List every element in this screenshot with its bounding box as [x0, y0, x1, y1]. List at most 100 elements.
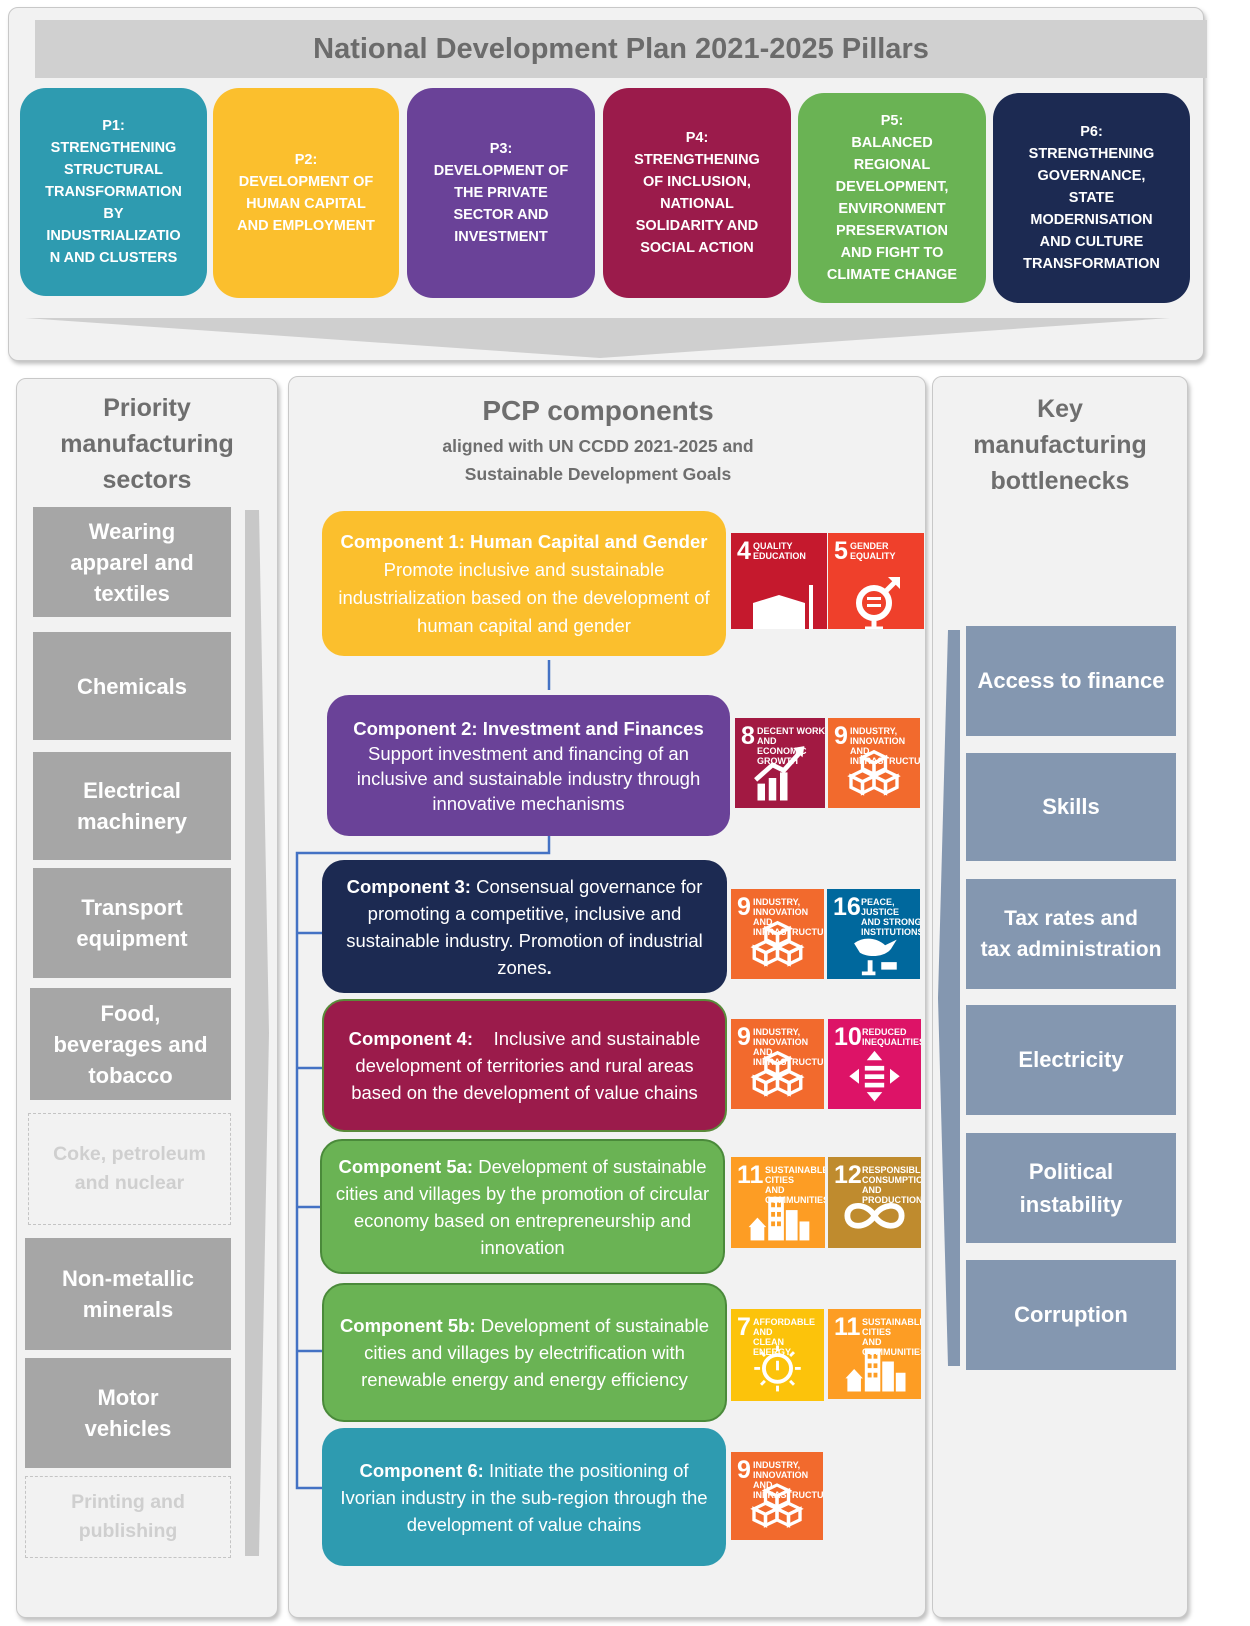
sdg-label: REDUCED INEQUALITIES	[862, 1027, 921, 1047]
bottleneck-political-instability: Political instability	[966, 1133, 1176, 1243]
sdg-number: 5	[834, 537, 848, 565]
components-title: PCP components	[482, 395, 714, 426]
bottleneck-corruption: Corruption	[966, 1260, 1176, 1370]
infinity-icon	[844, 1203, 905, 1229]
sdg-label: AFFORDABLE AND CLEAN ENERGY	[753, 1317, 815, 1357]
cubes-icon	[750, 1050, 805, 1097]
sdg-number: 8	[741, 722, 755, 750]
sdg-label: RESPONSIBLE CONSUMPTION AND PRODUCTION	[862, 1165, 921, 1205]
gender-equality-icon	[856, 577, 900, 629]
component-2-heading: Component 2: Investment and Finances	[353, 717, 704, 739]
sdg-label: INDUSTRY, INNOVATION AND INFRASTRUCTURE	[753, 1460, 823, 1500]
sdg-number: 4	[737, 537, 751, 565]
sdg-label: INDUSTRY, INNOVATION AND INFRASTRUCTURE	[850, 726, 920, 766]
component-5b-heading: Component 5b:	[339, 1315, 476, 1336]
component-3-suffix: .	[546, 956, 552, 978]
cubes-icon	[847, 749, 901, 796]
sdg-number: 9	[737, 893, 751, 921]
sdg-number: 7	[737, 1313, 751, 1341]
bottleneck-skills: Skills	[966, 753, 1176, 861]
bottlenecks-panel	[932, 376, 1188, 1618]
pillar-p1: P1: STRENGTHENING STRUCTURAL TRANSFORMAT…	[20, 88, 207, 296]
sdg-label: PEACE, JUSTICE AND STRONG INSTITUTIONS	[861, 897, 920, 937]
sdg-number: 11	[737, 1161, 764, 1189]
sdg-label: QUALITY EDUCATION	[753, 541, 806, 561]
component-5b: Component 5b: Development of sustainable…	[322, 1283, 727, 1422]
component-1-text: Promote inclusive and sustainable indust…	[338, 558, 710, 636]
sector-wearing-apparel: Wearing apparel and textiles	[33, 507, 231, 617]
cubes-icon	[750, 1483, 804, 1528]
pillar-p4: P4: STRENGTHENING OF INCLUSION, NATIONAL…	[603, 88, 791, 298]
sdg-label: GENDER EQUALITY	[850, 541, 896, 561]
component-3-heading: Component 3:	[346, 875, 471, 897]
sdg-label: INDUSTRY, INNOVATION AND INFRASTRUCTURE	[753, 1027, 824, 1067]
sun-power-icon	[754, 1345, 801, 1392]
bottlenecks-title: Key manufacturing bottlenecks	[973, 395, 1147, 495]
component-5a: Component 5a: Development of sustainable…	[320, 1139, 725, 1274]
components-subtitle: aligned with UN CCDD 2021-2025 and Susta…	[442, 436, 754, 484]
component-3: Component 3: Consensual governance for p…	[322, 860, 727, 993]
sector-electrical-machinery: Electrical machinery	[33, 752, 231, 860]
component-6-heading: Component 6:	[359, 1459, 484, 1481]
component-4-text: Inclusive and sustainable development of…	[351, 1028, 701, 1103]
sdg-number: 16	[833, 893, 861, 921]
component-5a-text: Development of sustainable cities and vi…	[335, 1155, 710, 1258]
sdg-label: SUSTAINABLE CITIES AND COMMUNITIES	[765, 1165, 825, 1205]
component-5a-heading: Component 5a:	[338, 1155, 474, 1177]
component-1-heading: Component 1: Human Capital and Gender	[340, 530, 708, 552]
component-5b-text: Development of sustainable cities and vi…	[361, 1315, 710, 1390]
sector-chemicals: Chemicals	[33, 632, 231, 740]
component-6-text: Initiate the positioning of Ivorian indu…	[340, 1459, 708, 1535]
bottlenecks-arrow	[938, 630, 960, 1366]
sdg-number: 9	[737, 1023, 751, 1051]
sdg-number: 9	[737, 1456, 751, 1484]
bottleneck-electricity: Electricity	[966, 1005, 1176, 1115]
sector-motor-vehicles: Motor vehicles	[25, 1358, 231, 1468]
sector-transport-equipment: Transport equipment	[33, 868, 231, 978]
sdg-label: SUSTAINABLE CITIES AND COMMUNITIES	[862, 1317, 921, 1357]
pillar-p2: P2: DEVELOPMENT OF HUMAN CAPITAL AND EMP…	[213, 88, 399, 298]
sectors-arrow	[245, 510, 269, 1556]
pillar-p3: P3: DEVELOPMENT OF THE PRIVATE SECTOR AN…	[407, 88, 595, 298]
sector-printing-publishing: Printing and publishing	[25, 1476, 231, 1558]
bottleneck-tax: Tax rates and tax administration	[966, 879, 1176, 989]
sector-non-metallic-minerals: Non-metallic minerals	[25, 1238, 231, 1350]
dove-gavel-icon	[854, 938, 897, 976]
funnel-arrow	[25, 318, 1170, 358]
sector-food-beverages: Food, beverages and tobacco	[30, 988, 231, 1100]
growth-chart-icon	[754, 746, 805, 801]
sdg-number: 9	[834, 722, 848, 750]
bottleneck-access-to-finance: Access to finance	[966, 626, 1176, 736]
sector-coke-petroleum: Coke, petroleum and nuclear	[28, 1113, 231, 1225]
city-icon	[748, 1196, 810, 1241]
component-4: Component 4: Inclusive and sustainable d…	[322, 999, 727, 1132]
sdg-label: INDUSTRY, INNOVATION AND INFRASTRUCTURE	[753, 897, 824, 937]
component-2-text: Support investment and financing of an i…	[356, 742, 701, 814]
pillar-p5: P5: BALANCED REGIONAL DEVELOPMENT, ENVIR…	[798, 93, 986, 303]
component-6: Component 6: Initiate the positioning of…	[322, 1428, 726, 1566]
book-icon	[753, 585, 813, 629]
component-3-text: Consensual governance for promoting a co…	[346, 875, 703, 978]
sdg-number: 10	[834, 1023, 862, 1051]
cubes-icon	[750, 920, 805, 967]
city-icon	[845, 1348, 906, 1392]
component-4-heading: Component 4:	[348, 1028, 474, 1049]
sdg-number: 12	[834, 1161, 862, 1189]
sdg-label: DECENT WORK AND ECONOMIC GROWTH	[757, 726, 825, 766]
pillar-p6: P6: STRENGTHENING GOVERNANCE, STATE MODE…	[993, 93, 1190, 303]
equals-arrows-icon	[849, 1050, 900, 1102]
plan-title: National Development Plan 2021-2025 Pill…	[35, 20, 1207, 78]
